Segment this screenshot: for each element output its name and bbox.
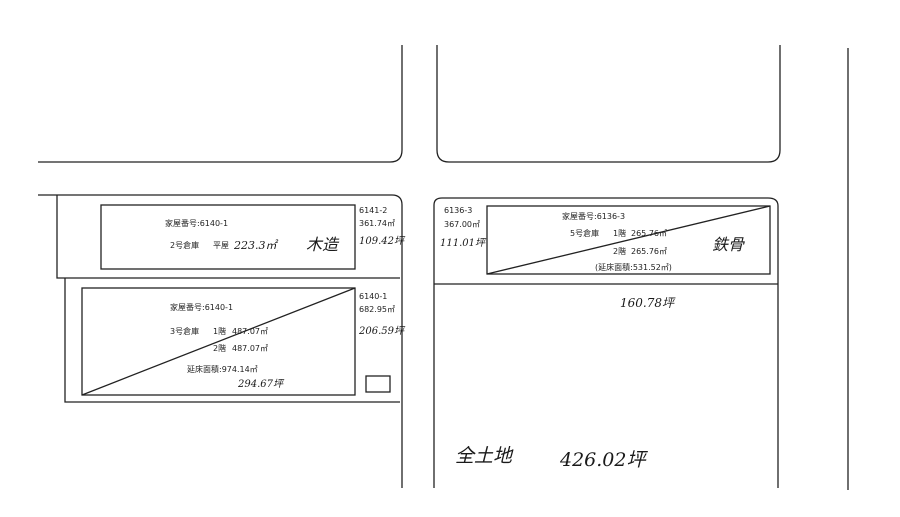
building-3-floor1: 1階 bbox=[213, 326, 226, 336]
building-5-house-no: 家屋番号:6136-3 bbox=[562, 211, 625, 221]
building-5-floor1: 1階 bbox=[613, 228, 626, 238]
building-5-floor2-area: 265.76㎡ bbox=[631, 247, 667, 256]
lot-6136-3-tsubo: 111.01坪 bbox=[440, 237, 487, 249]
building-3-floor2-area: 487.07㎡ bbox=[232, 344, 268, 353]
building-3-diagonal bbox=[81, 287, 356, 396]
lot-6140-1-number: 6140-1 bbox=[359, 292, 387, 301]
plan-outline bbox=[38, 45, 849, 490]
lot-6140-1-outline bbox=[64, 278, 400, 403]
building-5-floor1-area: 265.76㎡ bbox=[631, 229, 667, 238]
lot-6136-3-below-tsubo: 160.78坪 bbox=[620, 296, 676, 310]
upper-right-block-outline bbox=[436, 45, 781, 163]
building-5-floor2: 2階 bbox=[613, 246, 626, 256]
building-2-house-no: 家屋番号:6140-1 bbox=[165, 218, 228, 228]
lower-left-block-outline bbox=[38, 194, 403, 488]
building-3-total-tsubo: 294.67坪 bbox=[237, 378, 285, 390]
building-5-name: 5号倉庫 bbox=[570, 228, 599, 238]
building-2-structure: 木造 bbox=[306, 235, 340, 254]
total-land-value: 426.02坪 bbox=[559, 449, 648, 471]
building-3-floor1-area: 487.07㎡ bbox=[232, 327, 268, 336]
total-land-label: 全土地 bbox=[455, 445, 514, 467]
small-structure bbox=[365, 375, 391, 393]
lot-6141-2-area: 361.74㎡ bbox=[359, 219, 395, 228]
lower-right-block-outline bbox=[433, 197, 779, 488]
building-2-warehouse: 家屋番号:6140-1 2号倉庫 平屋 223.3㎡ 木造 bbox=[100, 204, 356, 270]
building-5-warehouse: 家屋番号:6136-3 5号倉庫 1階 265.76㎡ 2階 265.76㎡ (… bbox=[486, 205, 771, 275]
building-5-diagonal bbox=[486, 205, 771, 275]
building-2-outline bbox=[100, 204, 356, 270]
lot-6136-3-number: 6136-3 bbox=[444, 206, 472, 215]
building-3-house-no: 家屋番号:6140-1 bbox=[170, 302, 233, 312]
lot-6140-1-tsubo: 206.59坪 bbox=[358, 325, 406, 337]
building-3-outline bbox=[81, 287, 356, 396]
building-2-area: 223.3㎡ bbox=[233, 239, 278, 252]
lot-6141-2-tsubo: 109.42坪 bbox=[359, 235, 406, 247]
building-3-name: 3号倉庫 bbox=[170, 326, 199, 336]
building-2-floor: 平屋 bbox=[213, 241, 229, 250]
building-3-total-area: 延床面積:974.14㎡ bbox=[187, 364, 258, 374]
building-5-total-area: (延床面積:531.52㎡) bbox=[595, 262, 672, 272]
building-3-floor2: 2階 bbox=[213, 343, 226, 353]
building-5-outline bbox=[486, 205, 771, 275]
upper-left-block-outline bbox=[38, 45, 403, 163]
building-5-structure: 鉄骨 bbox=[712, 235, 745, 254]
building-3-warehouse: 家屋番号:6140-1 3号倉庫 1階 487.07㎡ 2階 487.07㎡ 延… bbox=[81, 287, 356, 396]
building-2-name: 2号倉庫 bbox=[170, 240, 199, 250]
lot-6140-1-area: 682.95㎡ bbox=[359, 305, 395, 314]
lot-6141-2-number: 6141-2 bbox=[359, 206, 387, 215]
lot-6136-3-area: 367.00㎡ bbox=[444, 220, 480, 229]
lot-6141-2-outline bbox=[56, 195, 400, 279]
